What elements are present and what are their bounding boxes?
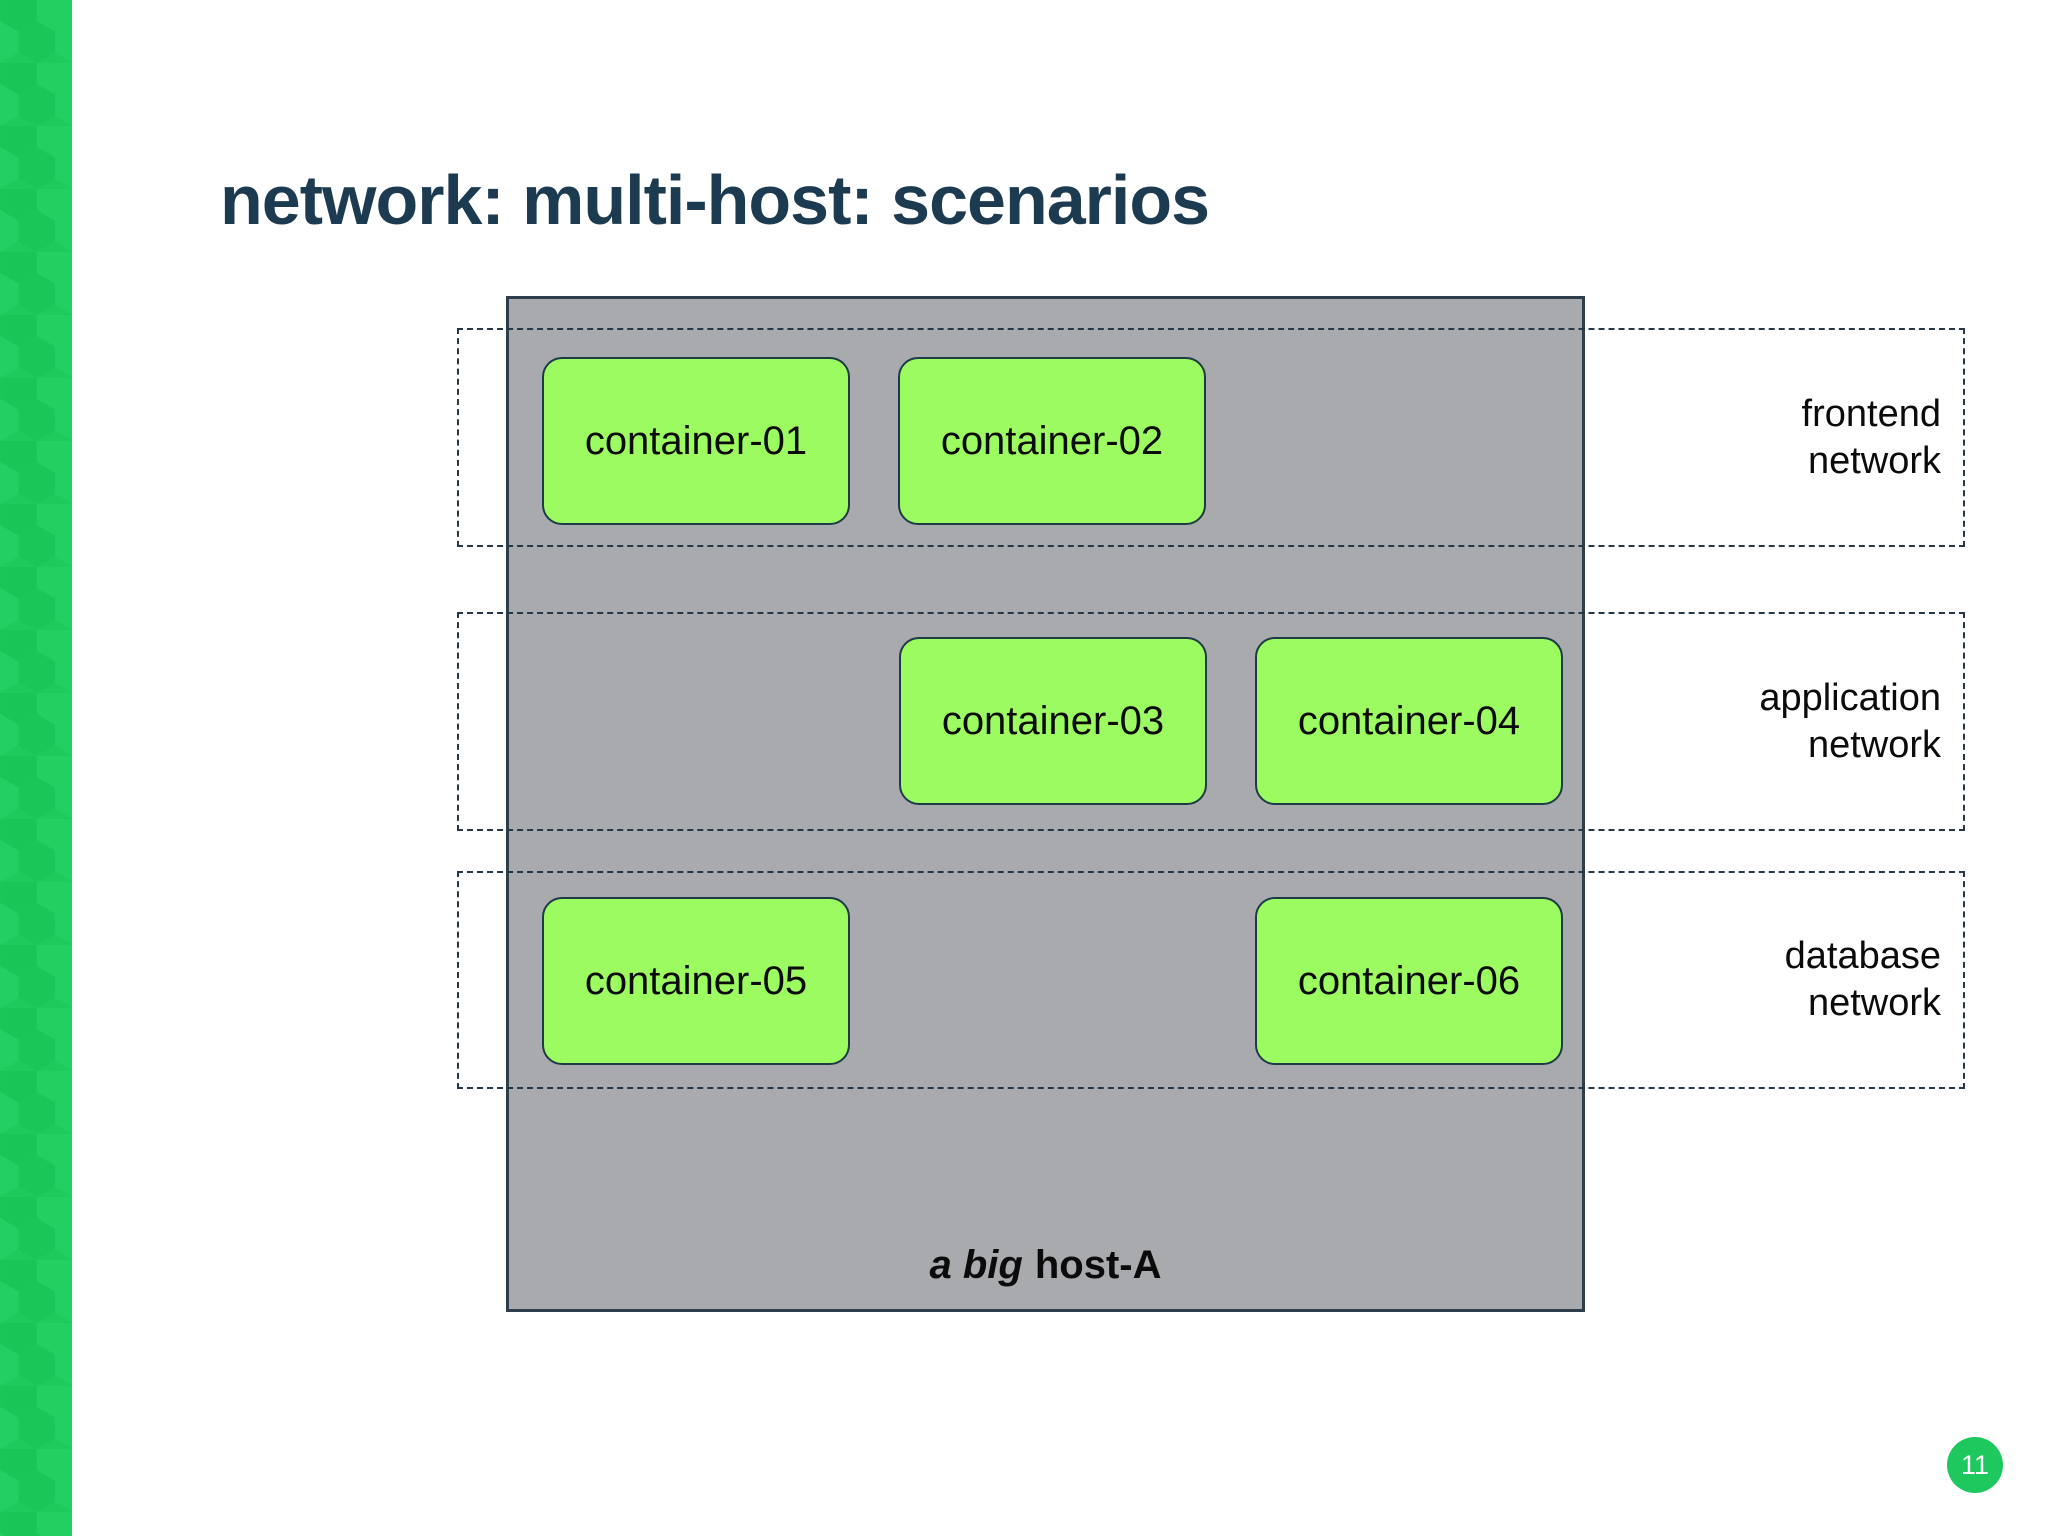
- network-label-line: application: [1759, 676, 1941, 719]
- page-number-badge: 11: [1947, 1437, 2003, 1493]
- container-06-box: container-06: [1255, 897, 1563, 1065]
- network-label-line: network: [1807, 723, 1941, 766]
- network-label-line: network: [1807, 439, 1941, 482]
- container-04-box: container-04: [1255, 637, 1563, 805]
- network-label-application: application network: [1759, 675, 1941, 769]
- container-01-box: container-01: [542, 357, 850, 525]
- page-title: network: multi-host: scenarios: [220, 161, 1210, 239]
- network-label-database: database network: [1785, 933, 1941, 1027]
- network-label-frontend: frontend network: [1802, 391, 1941, 485]
- network-band-frontend: frontend network: [457, 328, 1965, 547]
- host-label-name: host-A: [1034, 1243, 1162, 1287]
- network-band-application: application network: [457, 612, 1965, 831]
- network-label-line: frontend: [1801, 392, 1941, 435]
- network-label-line: network: [1807, 982, 1941, 1024]
- container-02-box: container-02: [898, 357, 1206, 525]
- network-band-database: database network: [457, 871, 1965, 1089]
- hexagon-pattern-icon: [0, 0, 72, 1536]
- host-label-emphasis: a big: [929, 1243, 1023, 1287]
- container-05-box: container-05: [542, 897, 850, 1065]
- hexagon-pattern-strip: [0, 0, 72, 1536]
- network-label-line: database: [1784, 935, 1941, 977]
- container-03-box: container-03: [899, 637, 1207, 805]
